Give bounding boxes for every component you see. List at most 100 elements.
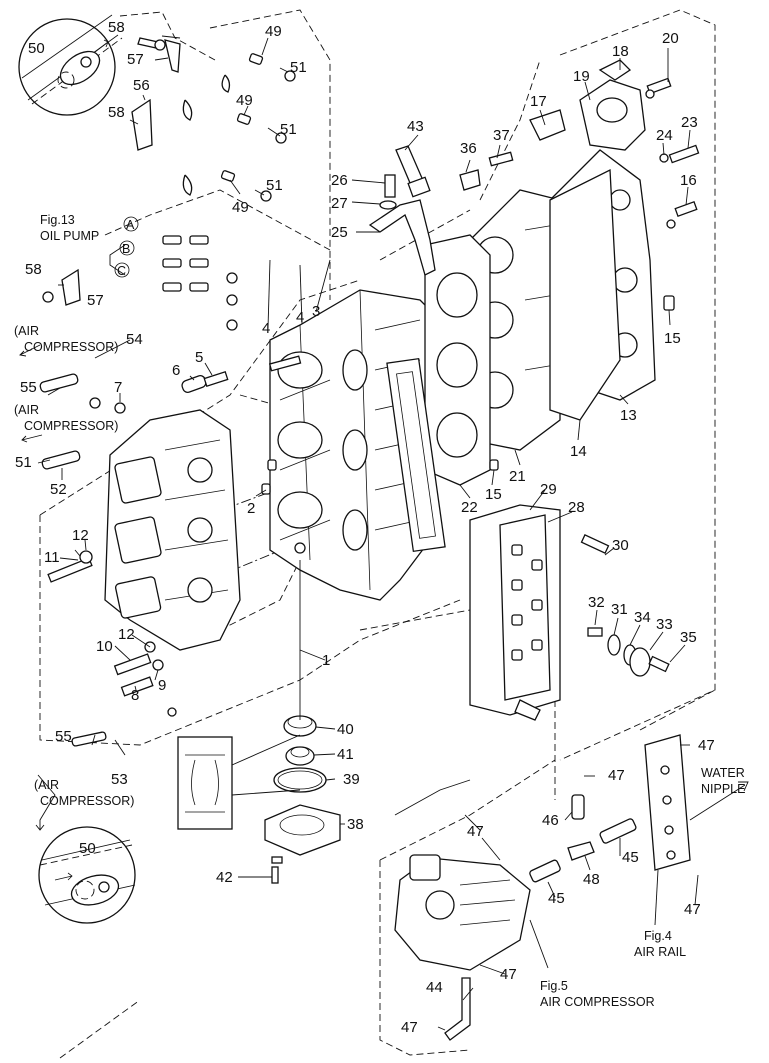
- air-compressor-label: AIR COMPRESSOR: [540, 995, 655, 1009]
- callout-51d: 51: [15, 454, 32, 471]
- callout-35: 35: [680, 629, 697, 646]
- callout-54: 54: [126, 331, 143, 348]
- air-compressor-note-1a: (AIR: [14, 324, 39, 338]
- callout-26: 26: [331, 172, 348, 189]
- circle-b-label: B: [122, 242, 130, 256]
- oil-pump-nipples: [162, 235, 209, 292]
- callout-40: 40: [337, 721, 354, 738]
- callout-27: 27: [331, 195, 348, 212]
- callout-58a: 58: [108, 19, 125, 36]
- callout-12b: 12: [118, 626, 135, 643]
- air-rail-label: AIR RAIL: [634, 945, 686, 959]
- callout-23: 23: [681, 114, 698, 131]
- callout-2: 2: [247, 500, 255, 517]
- callout-43: 43: [407, 118, 424, 135]
- callout-28: 28: [568, 499, 585, 516]
- cover-gasket: [386, 357, 446, 553]
- callout-24: 24: [656, 127, 673, 144]
- circle-c-marker: [114, 262, 130, 278]
- callout-51c: 51: [266, 177, 283, 194]
- head-gasket-22: [424, 234, 491, 486]
- callout-4b: 4: [296, 309, 304, 326]
- callout-51a: 51: [290, 59, 307, 76]
- callout-44: 44: [426, 979, 443, 996]
- callout-57a: 57: [127, 51, 144, 68]
- gasket-14: [549, 168, 621, 421]
- air-compressor-note-1b: COMPRESSOR): [24, 340, 118, 354]
- callout-49c: 49: [232, 199, 249, 216]
- fig4-ref: Fig.4: [644, 929, 672, 943]
- callout-7: 7: [114, 379, 122, 396]
- callout-17: 17: [530, 93, 547, 110]
- callout-49a: 49: [265, 23, 282, 40]
- callout-19: 19: [573, 68, 590, 85]
- air-compressor: [394, 854, 531, 1041]
- callout-34: 34: [634, 609, 651, 626]
- callout-15b: 15: [485, 486, 502, 503]
- callout-55a: 55: [20, 379, 37, 396]
- callout-38: 38: [347, 816, 364, 833]
- callout-31: 31: [611, 601, 628, 618]
- callout-37: 37: [493, 127, 510, 144]
- callout-52: 52: [50, 481, 67, 498]
- callout-48: 48: [583, 871, 600, 888]
- callout-16: 16: [680, 172, 697, 189]
- small-parts: [39, 37, 700, 884]
- callout-12a: 12: [72, 527, 89, 544]
- callout-45b: 45: [622, 849, 639, 866]
- seal-assembly: [177, 560, 341, 856]
- oil-pump-label: OIL PUMP: [40, 229, 99, 243]
- callout-46: 46: [542, 812, 559, 829]
- hoses: [529, 794, 637, 883]
- spark-plug-43: [395, 145, 431, 198]
- callout-9: 9: [158, 677, 166, 694]
- fig5-ref: Fig.5: [540, 979, 568, 993]
- callout-55b: 55: [55, 728, 72, 745]
- callout-58b: 58: [108, 104, 125, 121]
- callout-8: 8: [131, 687, 139, 704]
- callout-4a: 4: [262, 320, 270, 337]
- callout-15a: 15: [664, 330, 681, 347]
- callout-47e: 47: [500, 966, 517, 983]
- bracket-25: [368, 199, 436, 276]
- callout-1: 1: [322, 652, 330, 669]
- thermostat-housing: [529, 59, 646, 151]
- callout-42: 42: [216, 869, 233, 886]
- callout-13: 13: [620, 407, 637, 424]
- crankcase: [104, 409, 241, 651]
- callout-20: 20: [662, 30, 679, 47]
- callout-29: 29: [540, 481, 557, 498]
- cylinder-head-21: [469, 189, 561, 451]
- callout-5: 5: [195, 349, 203, 366]
- callout-57b: 57: [87, 292, 104, 309]
- callout-53: 53: [111, 771, 128, 788]
- air-compressor-note-2a: (AIR: [14, 403, 39, 417]
- callout-6: 6: [172, 362, 180, 379]
- leader-lines: [19, 35, 699, 1031]
- air-compressor-note-2b: COMPRESSOR): [24, 419, 118, 433]
- callout-14: 14: [570, 443, 587, 460]
- callout-47b: 47: [608, 767, 625, 784]
- callout-10: 10: [96, 638, 113, 655]
- exhaust-cover: [469, 504, 561, 721]
- callout-47a: 47: [467, 823, 484, 840]
- callout-22: 22: [461, 499, 478, 516]
- callout-36: 36: [460, 140, 477, 157]
- callout-18: 18: [612, 43, 629, 60]
- callout-49b: 49: [236, 92, 253, 109]
- callout-33: 33: [656, 616, 673, 633]
- circle-a-marker: [123, 216, 139, 232]
- callout-labels: 1 2 3 4 4 5 6 7 8 9 10 11 12 12 13 14 15…: [15, 19, 715, 1036]
- callout-58c: 58: [25, 261, 42, 278]
- water-nipple-label-1: WATER: [701, 766, 745, 780]
- callout-47f: 47: [401, 1019, 418, 1036]
- text-notes: Fig.13 OIL PUMP A B C (AIR COMPRESSOR) (…: [14, 213, 745, 1009]
- circle-b-marker: [119, 240, 135, 256]
- callout-21: 21: [509, 468, 526, 485]
- callout-3: 3: [312, 303, 320, 320]
- callout-11: 11: [44, 549, 60, 566]
- water-nipple-label-2: NIPPLE: [701, 782, 745, 796]
- callout-50a: 50: [28, 40, 45, 57]
- callout-50b: 50: [79, 840, 96, 857]
